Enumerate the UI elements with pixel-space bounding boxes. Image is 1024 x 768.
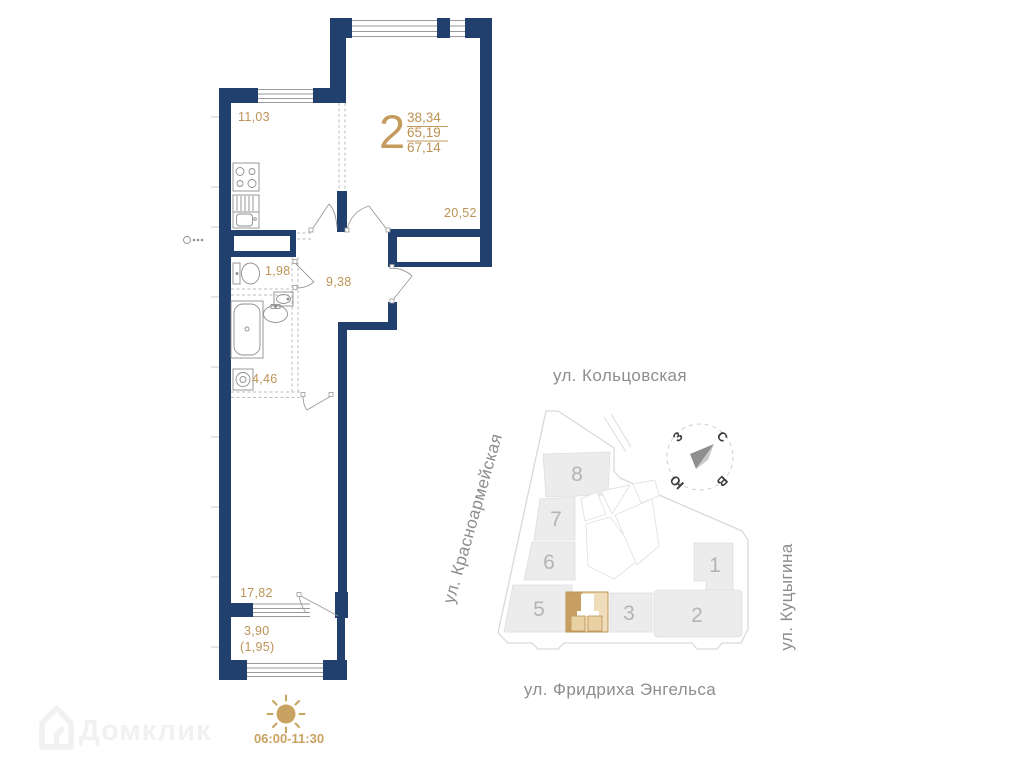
building-6 [523, 541, 576, 581]
building-numbers: 8 7 6 5 3 2 1 [533, 463, 721, 627]
rooms-count: 2 [379, 105, 405, 158]
corner-basin-icon [273, 291, 294, 307]
street-left-label: ул. Красноармейская [439, 431, 506, 605]
building-3 [609, 592, 653, 633]
apartment-area-value: 65,19 [407, 125, 441, 140]
living-room-inner-door [346, 205, 389, 232]
living-room-window-1 [352, 20, 437, 37]
insolation: 06:00-11:30 [254, 694, 324, 746]
balcony-area-coef-label: (1,95) [240, 640, 274, 654]
doorbell-icon [183, 236, 204, 244]
building-7 [533, 496, 576, 541]
street-top-label: ул. Кольцовская [553, 366, 687, 385]
area-divider-lines [407, 126, 448, 142]
building-2 [653, 589, 743, 638]
balcony-door-window [253, 603, 310, 617]
pedestal-sink-icon [263, 304, 288, 323]
building-7-label: 7 [550, 508, 562, 531]
toilet-icon [232, 262, 260, 285]
hallway-area-label: 9,38 [326, 275, 352, 289]
compass-east-label: В [714, 473, 731, 490]
site-courtyard [580, 479, 660, 580]
building-8-label: 8 [571, 463, 583, 486]
site-buildings [503, 451, 743, 638]
site-plan: 8 7 6 5 3 2 1 ул. Кольцовская ул. Красно… [439, 366, 796, 699]
washing-machine-icon [232, 368, 254, 391]
site-road-lines [603, 413, 632, 453]
living-room-area-label: 20,52 [444, 206, 477, 220]
bathroom-area-label: 4,46 [252, 372, 278, 386]
balcony-area-label: 3,90 [244, 624, 270, 638]
building-2-label: 2 [691, 604, 703, 627]
stove-icon [232, 162, 260, 192]
bathroom-door [302, 395, 332, 411]
compass: З С Ю В [666, 423, 734, 492]
doors [292, 203, 413, 617]
compass-circle [666, 423, 734, 491]
building-5-label: 5 [533, 598, 545, 621]
windows [247, 20, 465, 677]
street-right-label: ул. Куцыгина [777, 543, 796, 650]
sun-icon [266, 694, 306, 734]
entrance-door [391, 267, 413, 302]
highlighted-building [565, 591, 609, 633]
toilet-area-label: 1,98 [265, 264, 291, 278]
apartment-summary: 2 38,34 65,19 67,14 [379, 105, 448, 158]
living-area-value: 38,34 [407, 110, 441, 125]
watermark-brand: Домклик [79, 715, 211, 747]
wall-voids [234, 236, 480, 262]
bedroom-area-label: 17,82 [240, 586, 273, 600]
floor-plan: 11,03 20,52 1,98 9,38 4,46 17,82 3,90 (1… [183, 18, 492, 680]
kitchen-window [258, 89, 313, 103]
living-room-window-2 [450, 20, 465, 37]
fixtures [183, 162, 294, 391]
balcony-window [247, 663, 323, 677]
watermark: Домклик [39, 705, 211, 750]
dishwasher-icon [232, 194, 260, 213]
compass-west-label: З [669, 428, 685, 444]
street-bottom-label: ул. Фридриха Энгельса [524, 680, 716, 699]
building-1 [693, 542, 734, 591]
bathtub-icon [230, 300, 264, 359]
total-area-value: 67,14 [407, 140, 441, 155]
insolation-time: 06:00-11:30 [254, 731, 324, 746]
wall-ticks [211, 116, 219, 648]
building-6-label: 6 [543, 551, 555, 574]
room-labels: 11,03 20,52 1,98 9,38 4,46 17,82 3,90 (1… [238, 110, 477, 654]
door-jambs [292, 227, 395, 597]
toilet-door [294, 262, 315, 289]
house-logo-icon [39, 705, 74, 750]
building-1-label: 1 [709, 554, 721, 577]
kitchen-area-label: 11,03 [238, 110, 270, 124]
compass-north-label: С [714, 428, 732, 446]
building-3-label: 3 [623, 602, 635, 625]
kitchen-door [310, 203, 338, 232]
kitchen-sink-icon [232, 211, 260, 229]
partition-dashed-lines [231, 103, 346, 398]
compass-south-label: Ю [667, 472, 687, 492]
compass-needle-icon [690, 444, 714, 469]
